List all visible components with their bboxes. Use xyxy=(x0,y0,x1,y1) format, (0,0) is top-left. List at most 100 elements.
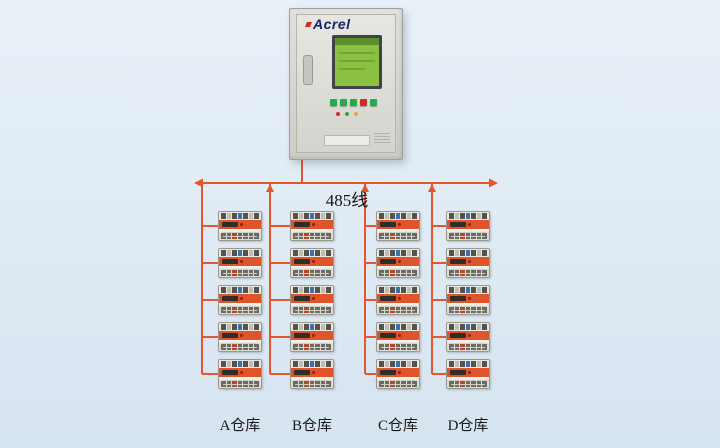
arrowhead-up-icon xyxy=(428,184,436,192)
terminal xyxy=(390,287,395,293)
terminal xyxy=(412,324,418,330)
terminal xyxy=(471,361,476,367)
terminal xyxy=(449,361,454,367)
device-D-1 xyxy=(446,211,490,241)
terminal xyxy=(395,361,401,367)
terminal xyxy=(298,324,304,330)
terminal xyxy=(237,324,243,330)
device-seam xyxy=(451,343,485,344)
panel-button-green xyxy=(350,99,357,106)
terminal xyxy=(315,361,320,367)
device-A-5 xyxy=(218,359,262,389)
terminal xyxy=(482,250,488,256)
terminal xyxy=(449,213,454,219)
device-terminals-top xyxy=(291,323,333,331)
terminal xyxy=(482,324,488,330)
terminal xyxy=(243,324,248,330)
terminal xyxy=(465,324,471,330)
terminal xyxy=(465,213,471,219)
acrel-logo: Acrel xyxy=(305,16,351,32)
terminal xyxy=(298,250,304,256)
device-seam xyxy=(295,269,329,270)
device-display xyxy=(294,259,310,264)
device-terminals-top xyxy=(377,212,419,220)
terminal xyxy=(232,361,237,367)
terminal xyxy=(395,213,401,219)
device-C-5 xyxy=(376,359,420,389)
device-seam xyxy=(295,310,329,311)
terminal xyxy=(315,324,320,330)
panel-button-green xyxy=(330,99,337,106)
terminal xyxy=(460,324,465,330)
screen-header xyxy=(335,38,379,45)
device-display xyxy=(450,222,466,227)
device-terminals-top xyxy=(219,286,261,294)
device-led xyxy=(398,334,401,337)
terminal xyxy=(298,287,304,293)
device-front-stripe xyxy=(219,294,261,303)
terminal xyxy=(390,250,395,256)
device-terminals-top xyxy=(447,360,489,368)
terminal xyxy=(248,287,254,293)
terminal xyxy=(226,213,232,219)
device-C-1 xyxy=(376,211,420,241)
device-front-stripe xyxy=(447,257,489,266)
terminal xyxy=(248,250,254,256)
lcd-screen xyxy=(335,38,379,86)
terminal xyxy=(454,213,460,219)
device-display xyxy=(380,259,396,264)
warehouse-label-A: A仓库 xyxy=(219,418,261,434)
label-plate xyxy=(324,135,370,146)
device-display xyxy=(294,296,310,301)
device-led xyxy=(240,297,243,300)
terminal xyxy=(471,324,476,330)
terminal xyxy=(320,287,326,293)
device-display xyxy=(294,370,310,375)
terminal xyxy=(384,324,390,330)
terminal xyxy=(320,213,326,219)
terminal xyxy=(293,324,298,330)
device-terminals-top xyxy=(291,212,333,220)
device-A-3 xyxy=(218,285,262,315)
device-display xyxy=(380,296,396,301)
terminal xyxy=(254,361,260,367)
device-led xyxy=(468,223,471,226)
terminal xyxy=(315,287,320,293)
device-body xyxy=(377,303,419,311)
device-D-4 xyxy=(446,322,490,352)
device-seam xyxy=(381,380,415,381)
device-front-stripe xyxy=(219,257,261,266)
terminal xyxy=(232,324,237,330)
device-display xyxy=(450,296,466,301)
acrel-logo-mark xyxy=(305,21,312,27)
terminal xyxy=(221,361,226,367)
device-front-stripe xyxy=(219,331,261,340)
terminal xyxy=(221,287,226,293)
device-seam xyxy=(451,384,485,385)
device-body xyxy=(447,377,489,385)
device-terminals-top xyxy=(377,286,419,294)
terminal xyxy=(298,361,304,367)
indicator-row xyxy=(336,112,358,116)
device-seam xyxy=(451,310,485,311)
terminal xyxy=(384,287,390,293)
device-terminals-top xyxy=(219,360,261,368)
device-body xyxy=(447,340,489,348)
device-display xyxy=(222,222,238,227)
device-led xyxy=(398,260,401,263)
device-A-1 xyxy=(218,211,262,241)
device-led xyxy=(312,371,315,374)
device-seam xyxy=(451,380,485,381)
terminal xyxy=(384,213,390,219)
device-seam xyxy=(295,380,329,381)
control-cabinet: Acrel xyxy=(289,8,403,160)
device-display xyxy=(222,333,238,338)
device-body xyxy=(219,303,261,311)
terminal xyxy=(254,324,260,330)
device-seam xyxy=(381,347,415,348)
terminal xyxy=(254,287,260,293)
terminal xyxy=(309,324,315,330)
device-body xyxy=(291,377,333,385)
terminal xyxy=(412,287,418,293)
terminal xyxy=(221,324,226,330)
